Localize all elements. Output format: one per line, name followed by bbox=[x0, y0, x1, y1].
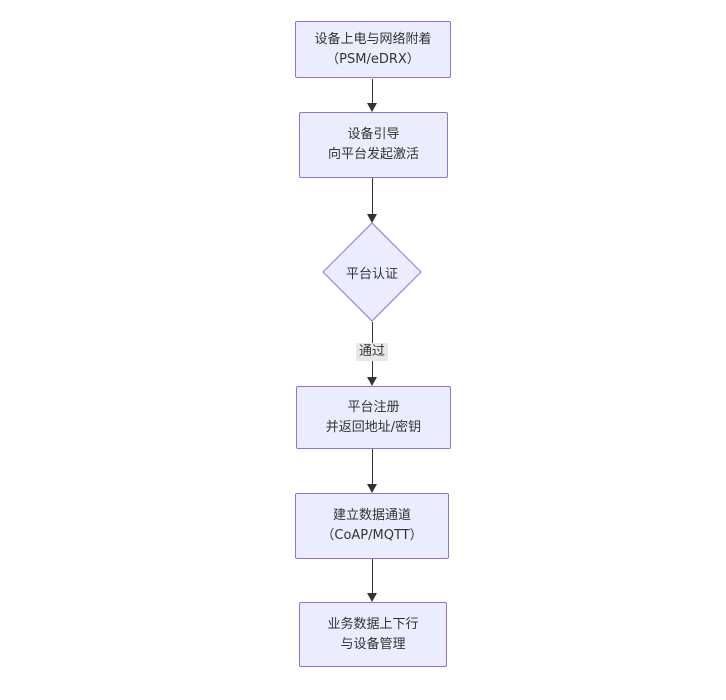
edge-label-pass: 通过 bbox=[355, 343, 389, 361]
arrowhead-down-icon bbox=[367, 377, 377, 386]
node-data-channel-line1: 建立数据通道 bbox=[332, 508, 411, 523]
node-business-line1: 业务数据上下行 bbox=[327, 616, 419, 632]
node-business-line2: 与设备管理 bbox=[340, 636, 406, 652]
arrowhead-down-icon bbox=[367, 593, 377, 602]
edge-power-to-bootstrap bbox=[367, 79, 377, 112]
edge-line bbox=[371, 449, 373, 486]
edge-bootstrap-to-auth bbox=[367, 178, 377, 223]
edge-line bbox=[371, 178, 373, 216]
decision-diamond-shape bbox=[322, 222, 422, 322]
edge-line bbox=[371, 559, 373, 595]
arrowhead-down-icon bbox=[367, 103, 377, 112]
edge-register-to-channel bbox=[367, 449, 377, 493]
node-power-attach: 设备上电与网络附着 （PSM/eDRX） bbox=[295, 21, 451, 78]
node-register-line1: 平台注册 bbox=[347, 399, 400, 415]
arrowhead-down-icon bbox=[367, 484, 377, 493]
node-register-line2: 并返回地址/密钥 bbox=[325, 419, 422, 435]
edge-channel-to-business bbox=[367, 559, 377, 602]
node-data-channel-line2: （CoAP/MQTT） bbox=[321, 528, 423, 543]
node-data-channel: 建立数据通道 （CoAP/MQTT） bbox=[295, 493, 449, 559]
node-register: 平台注册 并返回地址/密钥 bbox=[296, 386, 451, 449]
node-platform-auth-label: 平台认证 bbox=[345, 266, 398, 282]
node-power-attach-line2: （PSM/eDRX） bbox=[326, 51, 420, 67]
edge-line bbox=[371, 79, 373, 105]
node-power-attach-line1: 设备上电与网络附着 bbox=[314, 31, 432, 47]
edge-label-pass-text: 通过 bbox=[358, 344, 386, 359]
node-bootstrap-line1: 设备引导 bbox=[347, 127, 400, 142]
node-bootstrap: 设备引导 向平台发起激活 bbox=[299, 112, 448, 178]
node-bootstrap-line2: 向平台发起激活 bbox=[327, 147, 419, 162]
node-platform-auth: 平台认证 bbox=[322, 222, 422, 322]
arrowhead-down-icon bbox=[367, 214, 377, 223]
node-business: 业务数据上下行 与设备管理 bbox=[299, 602, 447, 667]
